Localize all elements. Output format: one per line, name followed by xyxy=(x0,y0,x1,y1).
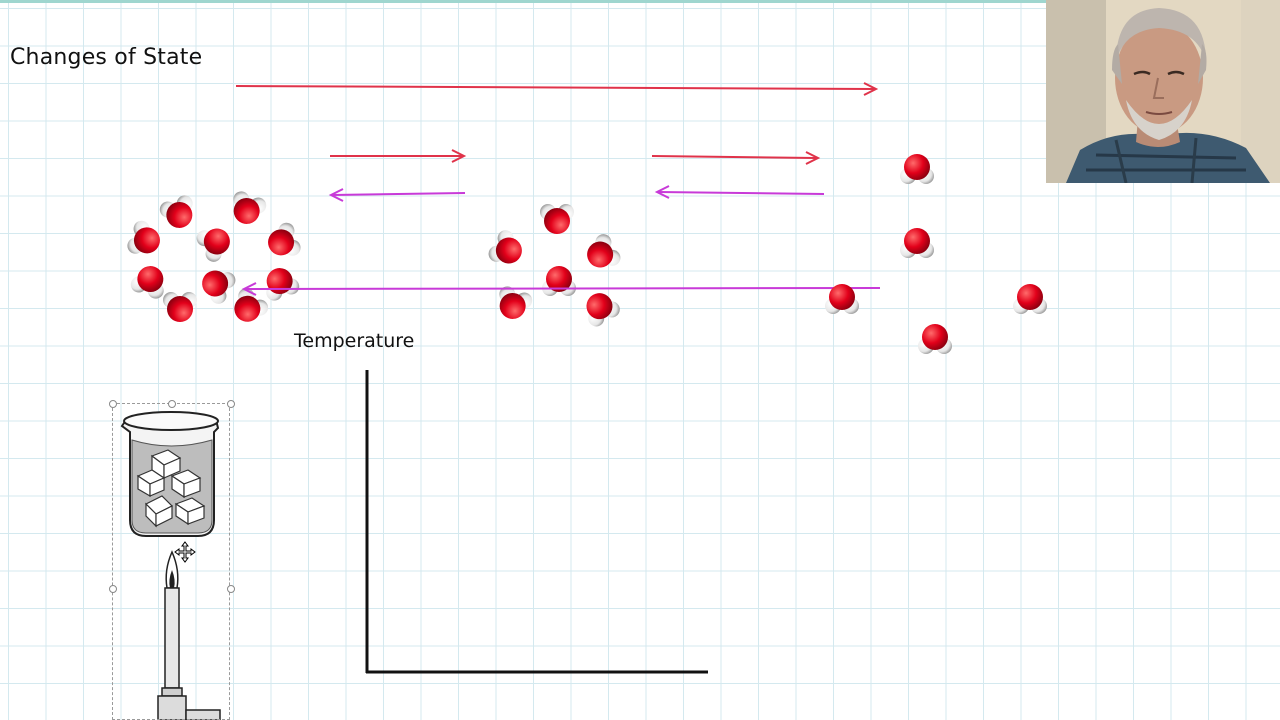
resize-handle-tm[interactable] xyxy=(168,400,176,408)
presenter-video xyxy=(1046,0,1280,183)
selection-box[interactable] xyxy=(112,403,230,720)
slide-top-border xyxy=(0,0,1280,3)
graph-y-axis-label: Temperature xyxy=(294,330,415,352)
heating-curve-axes xyxy=(365,370,708,674)
beaker-with-ice-icon[interactable] xyxy=(120,411,220,537)
liquid-molecules xyxy=(485,204,624,330)
resize-handle-mr[interactable] xyxy=(227,585,235,593)
presenter-webcam xyxy=(1046,0,1280,183)
solid-molecules xyxy=(125,189,303,330)
slide-title: Changes of State xyxy=(10,45,203,70)
resize-handle-tr[interactable] xyxy=(227,400,235,408)
move-cursor-icon xyxy=(174,541,196,563)
freezing-arrow[interactable] xyxy=(328,188,466,202)
vaporization-arrow[interactable] xyxy=(651,151,821,165)
melting-arrow[interactable] xyxy=(330,149,467,163)
condensation-arrow[interactable] xyxy=(654,185,825,199)
bunsen-burner-icon[interactable] xyxy=(157,550,221,720)
resize-handle-tl[interactable] xyxy=(109,400,117,408)
gas-molecules xyxy=(825,154,1047,354)
sublimation-arrow[interactable] xyxy=(235,82,879,96)
deposition-arrow[interactable] xyxy=(241,282,881,296)
resize-handle-ml[interactable] xyxy=(109,585,117,593)
